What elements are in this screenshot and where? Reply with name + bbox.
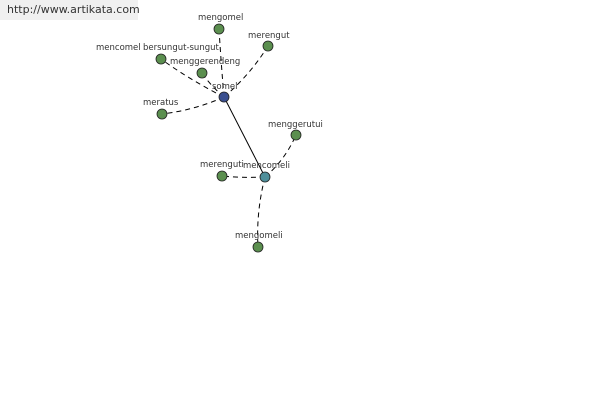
edge-somel-meratus bbox=[161, 96, 225, 115]
node-somel[interactable] bbox=[218, 91, 230, 103]
node-label-mengomel: mengomel bbox=[198, 13, 243, 23]
node-mengomeli[interactable] bbox=[252, 241, 264, 253]
node-menggerutui[interactable] bbox=[290, 129, 302, 141]
node-mencomeli[interactable] bbox=[259, 171, 271, 183]
edge-mencomeli-mengomeli bbox=[257, 176, 266, 248]
node-mencomel[interactable] bbox=[155, 53, 167, 65]
node-merengut[interactable] bbox=[262, 40, 274, 52]
node-label-somel: somel bbox=[212, 82, 238, 92]
node-label-meratus: meratus bbox=[143, 98, 179, 108]
node-merenguti[interactable] bbox=[216, 170, 228, 182]
node-mengomel[interactable] bbox=[213, 23, 225, 35]
edge-somel-mencomel bbox=[160, 58, 225, 98]
nodes-layer bbox=[155, 23, 302, 253]
node-label-menggerendeng: menggerendeng bbox=[170, 57, 240, 67]
node-label-mencomeli: mencomeli bbox=[243, 161, 290, 171]
node-label-mencomel: mencomel bbox=[96, 43, 141, 53]
edge-somel-mencomeli bbox=[223, 96, 266, 178]
edge-mencomeli-merenguti bbox=[221, 175, 266, 178]
node-label-bersungut-sungut: bersungut-sungut bbox=[143, 43, 219, 53]
node-label-menggerutui: menggerutui bbox=[268, 120, 323, 130]
watermark-url: http://www.artikata.com bbox=[0, 0, 140, 20]
node-label-merengut: merengut bbox=[248, 31, 290, 41]
node-meratus[interactable] bbox=[156, 108, 168, 120]
node-label-mengomeli: mengomeli bbox=[235, 231, 283, 241]
node-label-merenguti: merenguti bbox=[200, 160, 244, 170]
node-menggerendeng[interactable] bbox=[196, 67, 208, 79]
